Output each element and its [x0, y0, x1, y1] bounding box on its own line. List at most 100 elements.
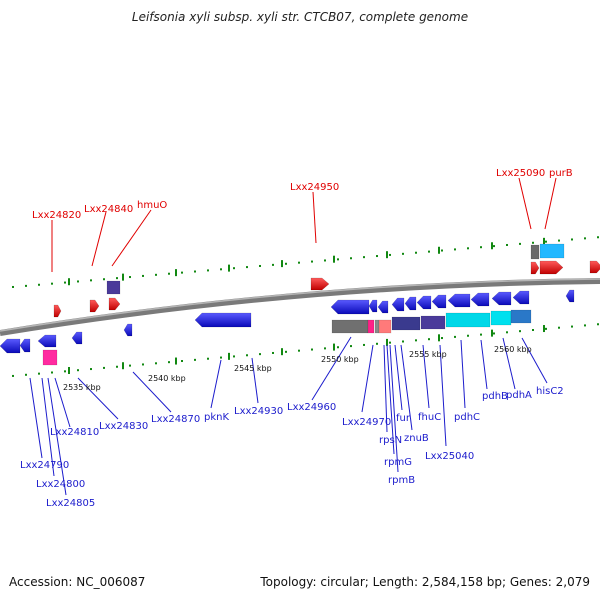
- scale-label: 2540 kbp: [148, 374, 186, 383]
- tick-dot: [285, 350, 287, 353]
- label-leader-line: [210, 359, 222, 409]
- tick-dot: [441, 249, 443, 252]
- scale-label: 2545 kbp: [234, 364, 272, 373]
- reverse-gene-label: znuB: [404, 433, 429, 444]
- tick-dot: [363, 256, 365, 259]
- gene-arrow: [0, 338, 21, 354]
- tick-dot: [129, 364, 131, 367]
- tick-dot: [12, 374, 14, 377]
- tick-dot: [415, 339, 417, 342]
- tick-dot: [350, 257, 352, 260]
- tick-dot: [116, 277, 118, 280]
- label-leader-line: [41, 377, 55, 477]
- tick-dot: [337, 346, 339, 349]
- tick-dot: [194, 270, 196, 273]
- tick-dot: [545, 240, 547, 243]
- scale-label: 2535 kbp: [63, 383, 101, 392]
- tick-dot: [272, 351, 274, 354]
- label-leader-line: [521, 337, 548, 384]
- label-leader-line: [77, 377, 119, 420]
- gene-arrow: [447, 293, 471, 308]
- tick-dot: [168, 361, 170, 364]
- gene-arrow: [71, 331, 83, 345]
- tick-dot: [285, 262, 287, 265]
- tick-dot: [584, 324, 586, 327]
- tick-dot: [298, 349, 300, 352]
- forward-gene-label: purB: [549, 168, 573, 179]
- gene-feature-box: [445, 312, 491, 328]
- tick-dot: [506, 331, 508, 334]
- gene-arrow: [391, 297, 405, 312]
- gene-arrow: [330, 299, 370, 315]
- tick-dot: [220, 268, 222, 271]
- tick-dot: [545, 327, 547, 330]
- label-leader-line: [400, 344, 413, 431]
- reverse-gene-label: rpmG: [384, 457, 412, 468]
- tick-mark: [281, 260, 283, 268]
- scale-label: 2550 kbp: [321, 355, 359, 364]
- tick-dot: [363, 343, 365, 346]
- tick-dot: [142, 274, 144, 277]
- tick-dot: [493, 245, 495, 248]
- gene-arrow: [37, 334, 57, 348]
- tick-dot: [558, 326, 560, 329]
- gene-arrow: [123, 323, 133, 337]
- gene-arrow: [108, 297, 121, 311]
- tick-dot: [415, 251, 417, 254]
- label-leader-line: [502, 337, 516, 390]
- tick-dot: [220, 356, 222, 359]
- accession-text: Accession: NC_006087: [9, 575, 146, 589]
- tick-dot: [337, 258, 339, 261]
- tick-dot: [103, 366, 105, 369]
- label-leader-line: [47, 377, 67, 496]
- tick-dot: [64, 370, 66, 373]
- gene-feature-box: [331, 319, 369, 334]
- tick-dot: [129, 276, 131, 279]
- tick-dot: [168, 272, 170, 275]
- tick-dot: [25, 284, 27, 287]
- tick-dot: [467, 247, 469, 250]
- gene-arrow: [404, 296, 417, 311]
- reverse-gene-label: Lxx25040: [425, 451, 474, 462]
- tick-dot: [324, 347, 326, 350]
- tick-dot: [493, 332, 495, 335]
- reverse-gene-label: Lxx24970: [342, 417, 391, 428]
- label-leader-line: [544, 177, 557, 230]
- reverse-gene-label: pdhB: [482, 391, 508, 402]
- tick-mark: [281, 348, 283, 356]
- label-leader-line: [389, 344, 399, 473]
- tick-mark: [122, 273, 124, 281]
- gene-arrow: [431, 294, 447, 309]
- tick-dot: [233, 355, 235, 358]
- reverse-gene-label: fur: [396, 413, 411, 424]
- tick-dot: [246, 266, 248, 269]
- tick-dot: [272, 263, 274, 266]
- forward-gene-label: Lxx24840: [84, 204, 133, 215]
- tick-dot: [480, 333, 482, 336]
- tick-dot: [38, 372, 40, 375]
- gene-arrow: [194, 312, 252, 328]
- reverse-gene-label: rpmB: [388, 475, 415, 486]
- gene-arrow: [512, 290, 530, 305]
- label-leader-line: [422, 344, 430, 409]
- tick-dot: [64, 281, 66, 284]
- gene-arrow: [539, 260, 564, 275]
- gene-arrow: [491, 291, 512, 306]
- tick-dots: [12, 236, 599, 377]
- tick-mark: [438, 334, 440, 342]
- tick-dot: [584, 237, 586, 240]
- gene-arrow: [368, 299, 378, 313]
- gene-arrow: [589, 260, 600, 274]
- gene-feature-box: [490, 310, 512, 326]
- genome-backbone-highlight: [0, 278, 600, 332]
- gene-arrow: [470, 292, 490, 307]
- tick-dot: [480, 246, 482, 249]
- tick-dot: [51, 282, 53, 285]
- tick-dot: [519, 242, 521, 245]
- tick-dot: [324, 259, 326, 262]
- reverse-gene-label: Lxx24870: [151, 414, 200, 425]
- gene-feature-box: [106, 280, 121, 295]
